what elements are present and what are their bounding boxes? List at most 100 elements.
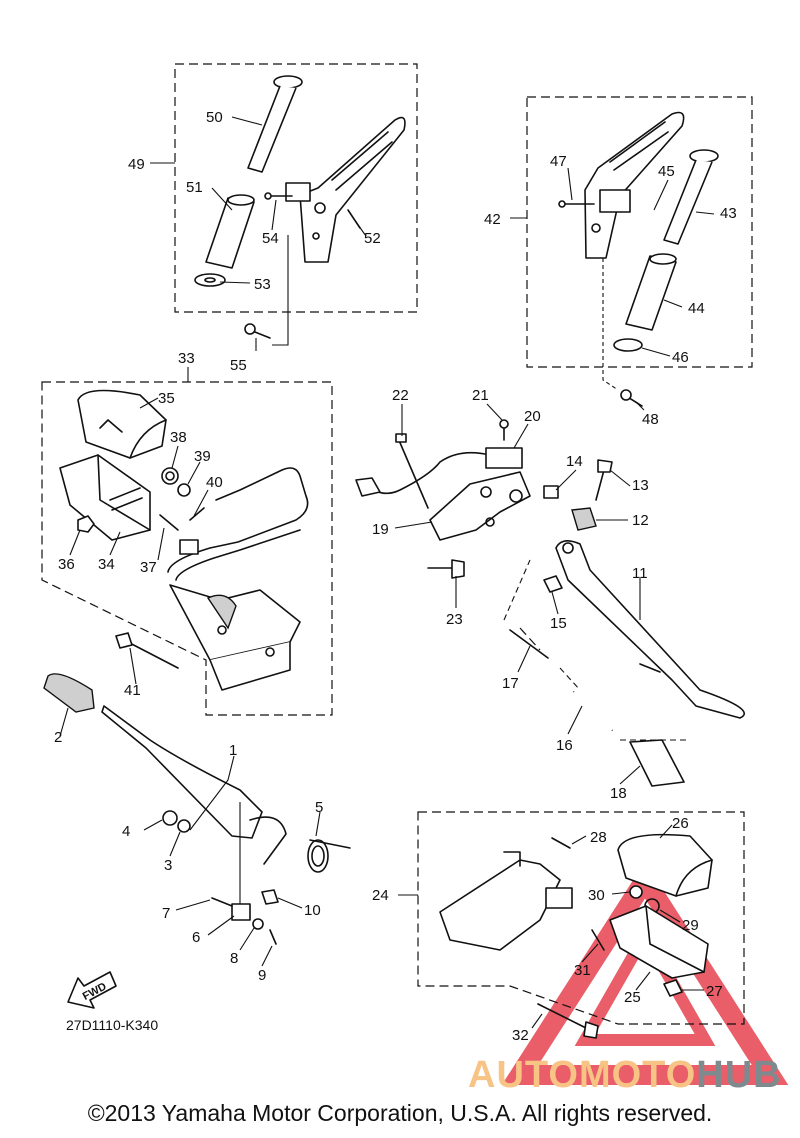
callout-39: 39 [194, 448, 211, 465]
part-5-spring [307, 839, 351, 873]
part-49-bracket [285, 116, 406, 263]
fwd-arrow-icon: FWD [67, 971, 117, 1009]
callout-29: 29 [682, 917, 699, 934]
callout-21: 21 [472, 387, 489, 404]
part-26-footrest-rubber [617, 833, 713, 897]
part-44-rubber [625, 253, 677, 331]
part-54-pin [264, 192, 293, 200]
callout-27: 27 [706, 983, 723, 1000]
part-23-bolt [427, 559, 465, 579]
part-17-spring [509, 627, 549, 659]
callout-31: 31 [574, 962, 591, 979]
part-24-bracket [439, 851, 573, 951]
part-36-nut [77, 515, 95, 533]
part-8-washer [252, 918, 264, 930]
callout-19: 19 [372, 521, 389, 538]
callout-1: 1 [229, 742, 237, 759]
callout-4: 4 [122, 823, 130, 840]
part-41-bolt [115, 632, 179, 669]
callout-54: 54 [262, 230, 279, 247]
part-9-cotter [269, 929, 277, 945]
callout-44: 44 [688, 300, 705, 317]
part-25-footrest [609, 905, 709, 979]
part-47-pin [558, 200, 595, 208]
part-35-footrest-rubber [77, 389, 167, 459]
part-39-washer [177, 483, 191, 497]
callout-52: 52 [364, 230, 381, 247]
callout-18: 18 [610, 785, 627, 802]
callout-34: 34 [98, 556, 115, 573]
assembly-box-42 [510, 96, 753, 368]
callout-6: 6 [192, 929, 200, 946]
assembly-box-33 [41, 367, 333, 716]
callout-25: 25 [624, 989, 641, 1006]
callout-20: 20 [524, 408, 541, 425]
callout-7: 7 [162, 905, 170, 922]
watermark-wordmark-part-a: AUTOMOTO [468, 1054, 697, 1096]
callout-8: 8 [230, 950, 238, 967]
part-43-pin [663, 149, 719, 245]
callout-55: 55 [230, 357, 247, 374]
watermark-wordmark-part-b: HUB [696, 1054, 782, 1096]
assembly-box-49 [150, 63, 418, 313]
part-32-bolt [537, 1003, 599, 1039]
callout-32: 32 [512, 1027, 529, 1044]
part-18-rubber [629, 739, 685, 787]
callout-42: 42 [484, 211, 501, 228]
callout-45: 45 [658, 163, 675, 180]
leader-lines [59, 116, 715, 1029]
callout-5: 5 [315, 799, 323, 816]
callout-37: 37 [140, 559, 157, 576]
callout-46: 46 [672, 349, 689, 366]
part-13-bolt [595, 459, 613, 501]
callout-labels: 1 2 3 4 5 6 7 8 9 10 11 12 13 14 15 16 1… [54, 109, 737, 1044]
fwd-label: FWD [81, 980, 109, 1002]
part-11-sidestand [555, 540, 746, 719]
callout-3: 3 [164, 857, 172, 874]
part-16-pin [572, 690, 614, 732]
watermark-wordmark: AUTOMOTOHUB [468, 1054, 782, 1097]
part-14-nut [543, 485, 559, 499]
callout-43: 43 [720, 205, 737, 222]
part-3-circlip [177, 819, 191, 833]
part-4-washer [162, 810, 178, 826]
callout-36: 36 [58, 556, 75, 573]
part-38-spring [161, 467, 179, 485]
callout-35: 35 [158, 390, 175, 407]
part-15-nut [543, 575, 563, 593]
part-30-washer [629, 885, 643, 899]
callout-13: 13 [632, 477, 649, 494]
part-42-bracket [584, 111, 685, 259]
assembly-box-24 [398, 811, 745, 1025]
callout-30: 30 [588, 887, 605, 904]
callout-33: 33 [178, 350, 195, 367]
callout-2: 2 [54, 729, 62, 746]
diagram-part-code: 27D1110-K340 [66, 1017, 158, 1033]
callout-53: 53 [254, 276, 271, 293]
part-10-nut [261, 889, 279, 905]
callout-10: 10 [304, 902, 321, 919]
callout-41: 41 [124, 682, 141, 699]
part-21-screw [499, 419, 509, 441]
part-27-nut [663, 979, 683, 997]
part-28-pin [551, 837, 571, 849]
callout-15: 15 [550, 615, 567, 632]
callout-49: 49 [128, 156, 145, 173]
part-2-pedal-rubber [43, 673, 95, 713]
part-50-pin [247, 75, 303, 173]
copyright-notice: ©2013 Yamaha Motor Corporation, U.S.A. A… [87, 1100, 713, 1126]
callout-17: 17 [502, 675, 519, 692]
part-20-switch [355, 447, 523, 497]
part-1-pedal [101, 705, 287, 865]
part-37-pin [159, 514, 179, 531]
part-46-washer [613, 338, 643, 352]
callout-47: 47 [550, 153, 567, 170]
part-53-washer [194, 273, 226, 287]
callout-28: 28 [590, 829, 607, 846]
callout-51: 51 [186, 179, 203, 196]
callout-16: 16 [556, 737, 573, 754]
part-12-collar [571, 507, 597, 531]
callout-50: 50 [206, 109, 223, 126]
callout-26: 26 [672, 815, 689, 832]
